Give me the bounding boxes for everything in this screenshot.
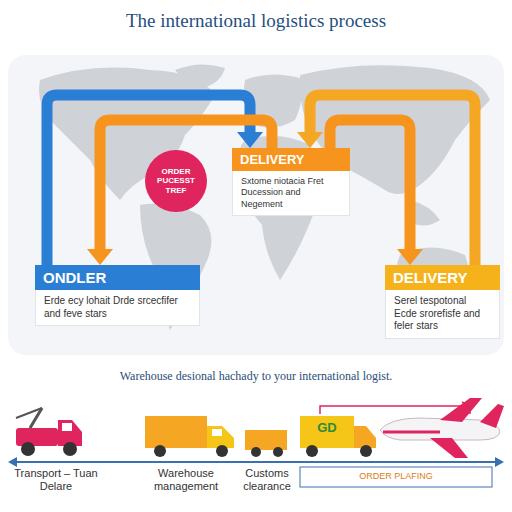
process-box: DELIVERYSerel tespotonal Ecde srorefisfe… [385, 265, 500, 339]
box-body: Erde ecy lohait Drde srcecfifer and feve… [35, 290, 200, 326]
step-label: Transport – Tuan Delare [8, 467, 104, 492]
tow-truck [16, 408, 82, 456]
container-mark: GD [304, 420, 350, 435]
box-heading: DELIVERY [232, 148, 350, 171]
circle-text: ORDER PUCESST TREF [145, 163, 207, 199]
title: The international logistics process [0, 10, 512, 32]
step-label: Warehouse management [140, 467, 232, 492]
box-body: Serel tespotonal Ecde srorefisfe and fel… [385, 290, 500, 339]
route-line [320, 402, 470, 414]
airplane [380, 398, 504, 458]
box-truck [145, 416, 234, 457]
box-heading: ONDLER [35, 265, 200, 290]
caption: Warehouse desional hachady to your inter… [10, 369, 502, 384]
step-label: Customs clearance [236, 467, 298, 492]
timeline-axis [8, 457, 504, 467]
step-label: ORDER PLAFING [302, 471, 490, 481]
box-heading: DELIVERY [385, 265, 500, 290]
process-circle: ORDER PUCESST TREF [145, 150, 207, 212]
trailer [245, 430, 287, 457]
container-truck [300, 416, 376, 457]
box-body: Sxtome niotacia Fret Ducession and Negem… [232, 171, 350, 216]
bracket-box [300, 467, 492, 487]
map-panel [8, 55, 504, 355]
process-box: ONDLERErde ecy lohait Drde srcecfifer an… [35, 265, 200, 326]
process-box: DELIVERYSxtome niotacia Fret Ducession a… [232, 148, 350, 216]
